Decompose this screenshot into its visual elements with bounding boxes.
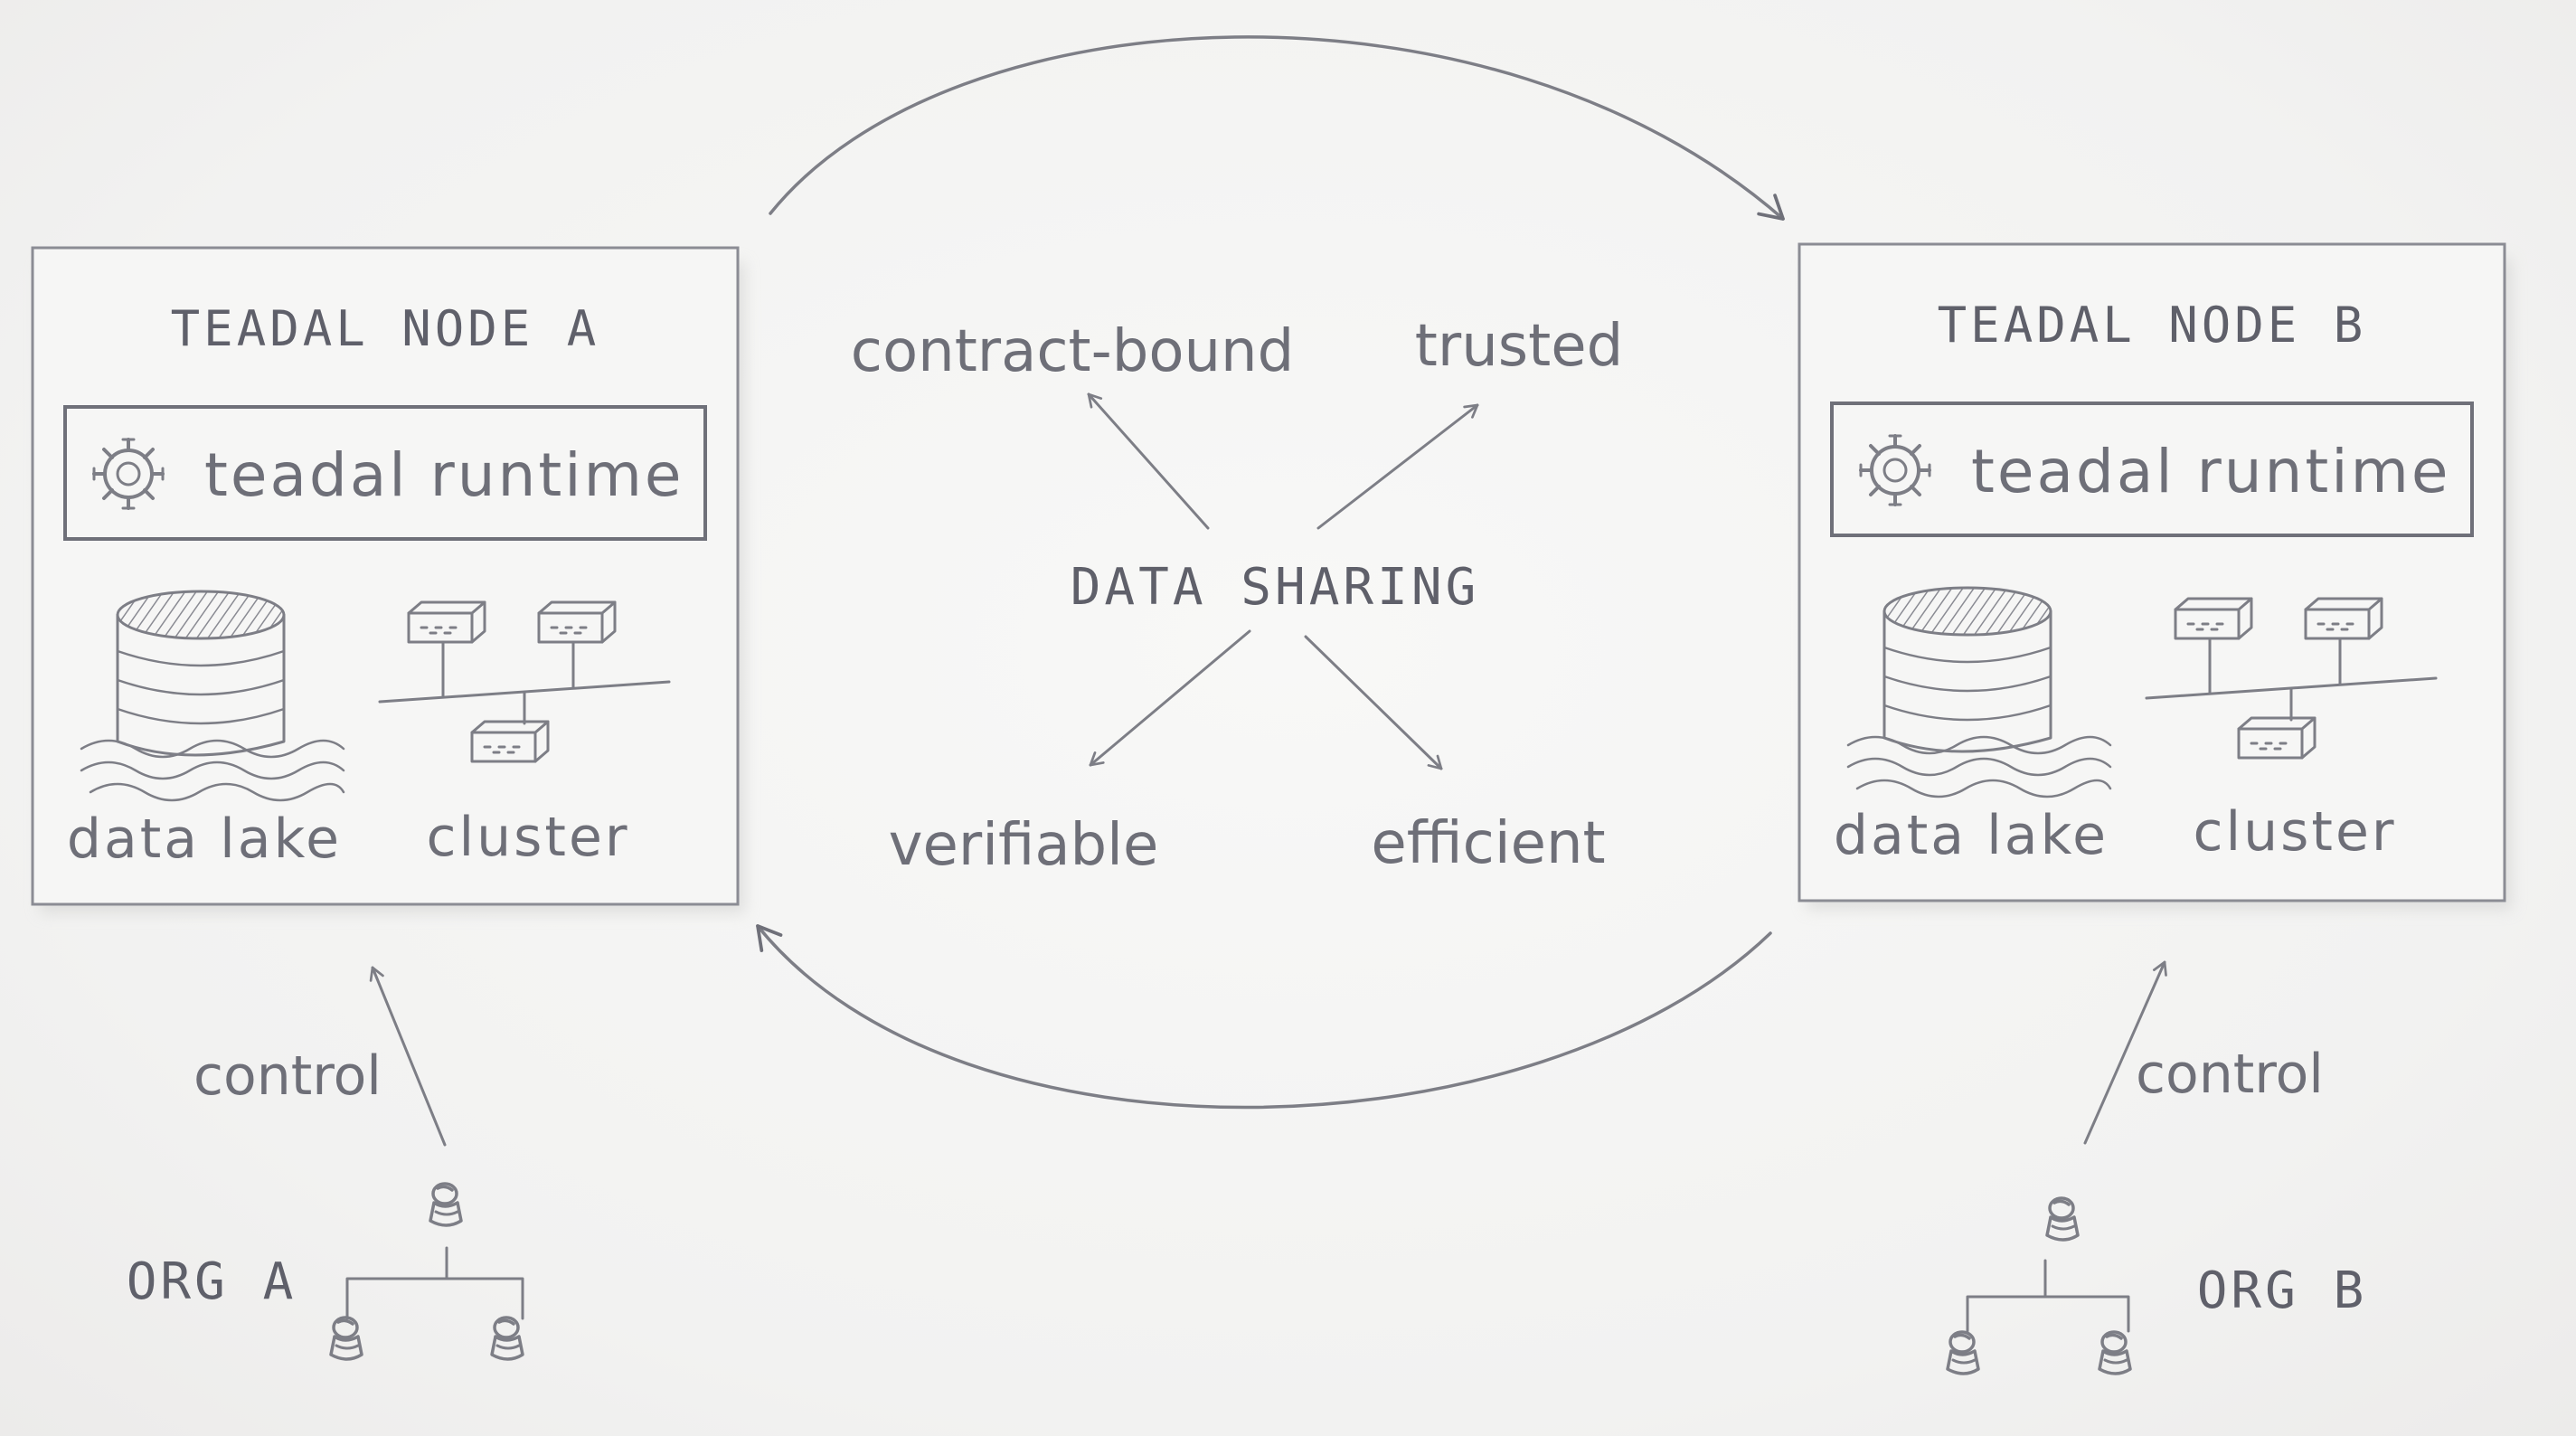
teadal-node-b: TEADAL NODE B teadal runtime data lake <box>1798 242 2512 910</box>
person-icon <box>2045 1196 2080 1242</box>
database-icon <box>80 590 345 802</box>
node-b-compute-label: cluster <box>2193 800 2396 864</box>
org-b: control ORG B <box>1946 960 2368 1375</box>
node-a-title: TEADAL NODE A <box>171 300 600 357</box>
node-b-runtime-label: teadal runtime <box>1971 437 2451 506</box>
org-a-label: ORG A <box>127 1252 297 1311</box>
org-a: control ORG A <box>127 966 524 1361</box>
sharing-arrow-a-to-b <box>769 35 1785 221</box>
data-sharing-title: DATA SHARING <box>1071 558 1480 617</box>
data-sharing-center: DATA SHARING contract-bound trusted veri… <box>851 313 1623 879</box>
node-a-storage-label: data lake <box>67 808 342 871</box>
sharing-arrow-b-to-a <box>756 924 1772 1110</box>
person-icon <box>329 1316 363 1361</box>
control-arrow-a <box>369 966 447 1147</box>
org-b-label: ORG B <box>2197 1261 2368 1320</box>
property-verifiable: verifiable <box>889 812 1159 879</box>
node-a-runtime-box: teadal runtime <box>63 405 707 541</box>
database-icon <box>1846 586 2112 798</box>
node-b-storage-label: data lake <box>1834 804 2109 867</box>
node-b-title: TEADAL NODE B <box>1938 297 2367 354</box>
arrow-to-trusted <box>1316 403 1479 530</box>
node-a-compute-label: cluster <box>426 806 629 869</box>
person-icon <box>2098 1330 2132 1375</box>
arrow-to-contract-bound <box>1087 392 1210 530</box>
property-contract-bound: contract-bound <box>851 318 1294 385</box>
org-b-control-label: control <box>2136 1043 2324 1106</box>
property-efficient: efficient <box>1371 810 1605 877</box>
node-b-runtime-box: teadal runtime <box>1830 402 2474 537</box>
org-b-tree <box>1966 1259 2130 1333</box>
control-arrow-b <box>2083 960 2167 1145</box>
teadal-node-a: TEADAL NODE A teadal runtime data lake <box>31 246 745 913</box>
org-a-control-label: control <box>193 1044 382 1108</box>
arrow-to-verifiable <box>1089 629 1251 767</box>
node-a-runtime-label: teadal runtime <box>204 440 684 510</box>
person-icon <box>490 1316 524 1361</box>
arrow-to-efficient <box>1304 635 1443 770</box>
person-icon <box>429 1182 463 1227</box>
property-trusted: trusted <box>1415 313 1623 380</box>
person-icon <box>1946 1330 1980 1375</box>
cluster-icon <box>2145 597 2438 760</box>
cluster-icon <box>378 600 671 763</box>
org-a-tree <box>345 1246 524 1320</box>
